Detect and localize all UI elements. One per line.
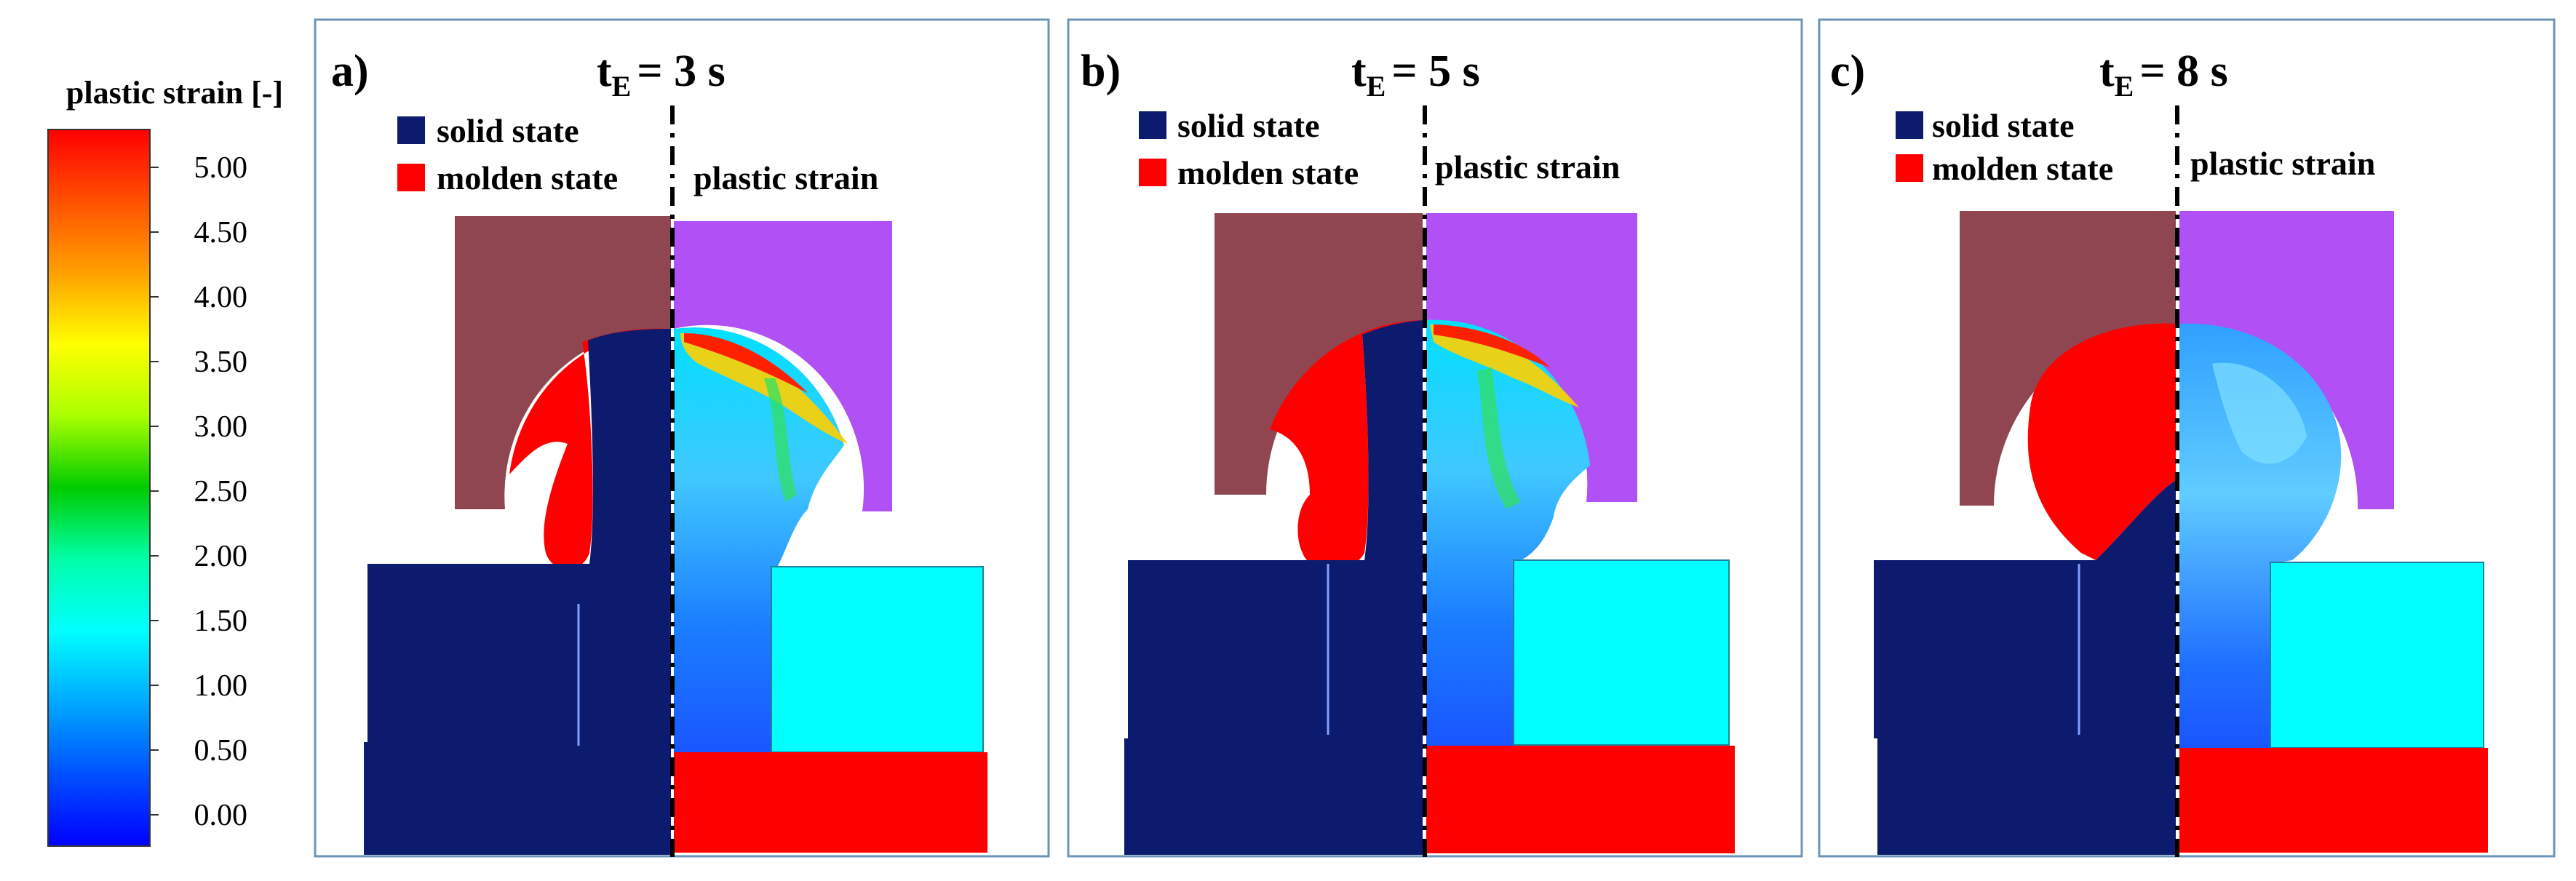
panel-b-time-value: = 5 s	[1391, 47, 1479, 96]
colorbar-tick-label: 3.00	[194, 410, 248, 444]
legend-solid-label: solid state	[1932, 107, 2075, 144]
bottom-die	[2179, 748, 2488, 853]
legend-solid-label: solid state	[437, 112, 579, 149]
cyan-part	[2270, 562, 2484, 749]
colorbar-tick-label: 5.00	[194, 151, 248, 185]
panel-a-time-symbol: t	[597, 47, 612, 96]
solid-core	[1874, 480, 2176, 855]
legend-strain-label: plastic strain	[2190, 145, 2375, 182]
strain-field	[1426, 319, 1590, 749]
strain-hotspot	[1430, 324, 1579, 407]
panel-b-time: tE= 5 s	[1351, 47, 1480, 103]
panel-b-letter: b)	[1081, 47, 1121, 96]
legend-molten-label: molden state	[1932, 150, 2113, 187]
legend-molten-swatch	[1896, 154, 1923, 182]
colorbar-tick-label: 0.50	[194, 734, 248, 768]
colorbar-tick-label: 1.50	[194, 605, 248, 638]
cyan-part	[771, 566, 984, 753]
panel-c-time-subscript: E	[2115, 70, 2134, 103]
tool-right	[2179, 211, 2394, 509]
strain-hotspot	[680, 332, 848, 444]
panel-a-frame	[314, 18, 1050, 858]
strain-peak	[684, 333, 808, 393]
legend-solid-swatch	[1139, 111, 1166, 139]
strain-band	[764, 378, 797, 502]
panel-c-time: tE= 8 s	[2099, 47, 2228, 103]
colorbar-tick-label: 2.00	[194, 540, 248, 573]
bottom-die	[1426, 746, 1735, 853]
strain-swirl	[2212, 362, 2307, 464]
legend-molten-label: molden state	[437, 159, 618, 196]
solid-core	[1124, 320, 1423, 855]
panel-b: b) tE= 5 s solid state molden state plas…	[1067, 18, 1803, 858]
panel-c-frame	[1818, 18, 2556, 858]
strain-band	[1477, 367, 1521, 509]
cyan-part	[1513, 559, 1730, 746]
legend-strain-label: plastic strain	[693, 159, 878, 196]
colorbar-gradient	[47, 129, 151, 847]
colorbar-title: plastic strain [-]	[66, 75, 283, 111]
panel-a-time-value: = 3 s	[637, 47, 725, 96]
colorbar-tick-label: 0.00	[194, 799, 248, 832]
tool-left	[455, 216, 671, 509]
legend-solid-swatch	[1896, 111, 1923, 139]
panel-c-time-value: = 8 s	[2139, 47, 2227, 96]
legend-strain-label: plastic strain	[1435, 148, 1620, 186]
colorbar-tick-label: 2.50	[194, 475, 248, 509]
panel-b-time-subscript: E	[1367, 70, 1386, 103]
colorbar-ticks: 5.00 4.50 4.00 3.50 3.00 2.50 2.00 1.50 1.00 0.50…	[150, 151, 247, 832]
panel-b-frame	[1067, 18, 1803, 858]
strain-field	[674, 327, 844, 757]
colorbar-tick-label: 4.50	[194, 216, 248, 250]
colorbar-tick-label: 4.00	[194, 281, 248, 314]
legend-solid-label: solid state	[1177, 107, 1320, 144]
legend-solid-swatch	[397, 116, 425, 144]
solid-core	[364, 329, 671, 855]
colorbar: plastic strain [-] 5.00 4.50 4.00 3.50 3.00 2…	[47, 75, 283, 847]
bottom-die	[674, 752, 987, 853]
panel-c: c) tE= 8 s solid state molden state plas…	[1818, 18, 2556, 858]
panel-c-letter: c)	[1830, 47, 1865, 96]
legend-molten-label: molden state	[1177, 154, 1359, 191]
tool-right	[674, 221, 892, 511]
strain-peak	[1434, 324, 1550, 367]
panel-b-time-symbol: t	[1351, 47, 1367, 96]
panel-a-time-subscript: E	[612, 70, 632, 103]
panel-a-time: tE= 3 s	[597, 47, 726, 103]
molten-zone	[509, 328, 671, 570]
legend-molten-swatch	[1139, 159, 1166, 186]
legend-molten-swatch	[397, 164, 425, 191]
panel-c-time-symbol: t	[2099, 47, 2115, 96]
panel-a-letter: a)	[331, 47, 369, 96]
molten-zone	[2027, 323, 2176, 560]
panel-a: a) tE= 3 s solid state molden state plas…	[314, 18, 1050, 858]
molten-zone	[1270, 320, 1423, 570]
tool-left	[1215, 213, 1423, 495]
colorbar-tick-label: 1.00	[194, 669, 248, 703]
colorbar-tick-label: 3.50	[194, 346, 248, 379]
